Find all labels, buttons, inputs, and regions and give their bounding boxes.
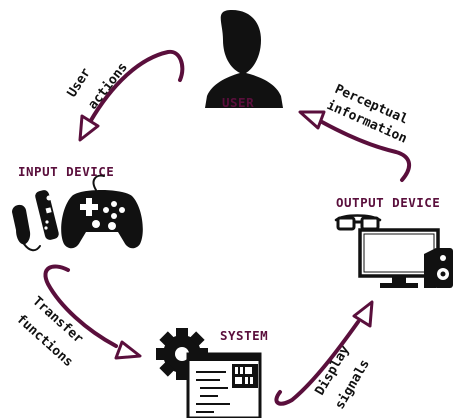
output-device-label: OUTPUT DEVICE (336, 195, 440, 210)
user-actions-line1: User (65, 65, 94, 100)
code-window-icon (186, 352, 262, 418)
user-silhouette-icon (205, 10, 283, 108)
user-label: USER (222, 95, 254, 110)
user-actions-text: User (65, 65, 94, 100)
user-actions-line2: actions (85, 60, 131, 112)
input-device-label: INPUT DEVICE (18, 164, 114, 179)
perceptual-information-arrow (298, 110, 412, 182)
speakers-icon (424, 248, 453, 288)
user-actions-text-line2-group: actions (85, 60, 131, 112)
user-actions-arrow (78, 49, 185, 142)
display-signals-arrow (274, 300, 374, 406)
system-label: SYSTEM (220, 328, 268, 343)
gamepad-and-wiimote-icon (12, 174, 143, 252)
3d-glasses-icon (334, 214, 382, 231)
transfer-functions-arrow (43, 264, 142, 360)
